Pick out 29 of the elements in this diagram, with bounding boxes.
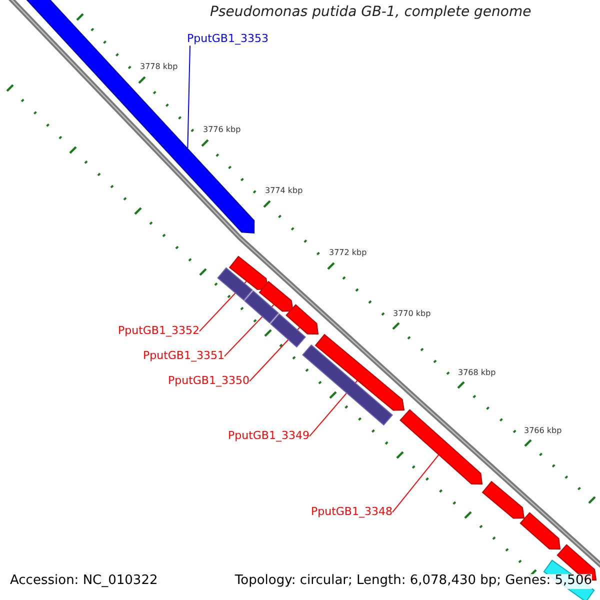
scale-label: 3772 kbp [329, 248, 367, 258]
gene-block [217, 267, 253, 301]
scale-label: 3774 kbp [265, 186, 303, 196]
leader-line [187, 45, 190, 149]
gene-feature [228, 256, 269, 290]
scale-label: 3768 kbp [458, 368, 496, 378]
gene-feature [520, 512, 561, 550]
gene-label: PputGB1_3349 [228, 430, 310, 443]
gene-label: PputGB1_3351 [143, 350, 224, 363]
gene-label: PputGB1_3352 [118, 325, 200, 338]
genome-stats-text: Topology: circular; Length: 6,078,430 bp; Genes: 5,506 [234, 574, 592, 589]
gene-feature [286, 304, 319, 334]
scale-label: 3776 kbp [203, 125, 241, 134]
map-title: Pseudomonas putida GB-1, complete genome [210, 4, 532, 20]
gene-block [302, 344, 393, 426]
gene-feature [482, 480, 525, 519]
gene-feature [258, 280, 294, 312]
scale-label: 3770 kbp [393, 309, 431, 318]
scale-label: 3766 kbp [524, 426, 562, 436]
gene-block [270, 313, 306, 348]
accession-text: Accession: NC_010322 [10, 574, 158, 589]
gene-label: PputGB1_3348 [311, 506, 392, 519]
leader-line [392, 454, 439, 513]
gene-label: PputGB1_3353 [187, 33, 268, 46]
gene-feature [400, 409, 483, 484]
gene-block [244, 290, 279, 324]
gene-feature [314, 334, 405, 411]
gene-label: PputGB1_3350 [168, 375, 250, 388]
scale-label: 3778 kbp [140, 62, 178, 72]
